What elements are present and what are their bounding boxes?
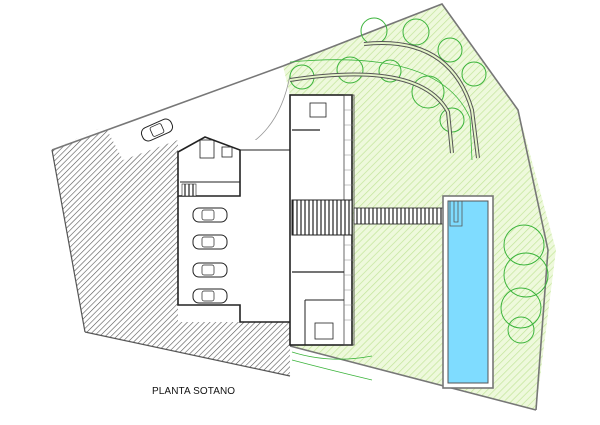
garden-paths: [289, 41, 480, 381]
car-icon: [192, 207, 228, 223]
building: [177, 94, 355, 346]
car-icon: [192, 234, 228, 250]
swimming-pool: [442, 195, 494, 389]
bridge-walkway: [353, 207, 447, 225]
parking-cars: [192, 207, 228, 304]
drawing-title: PLANTA SOTANO: [152, 386, 236, 397]
exterior-car-icon: [140, 118, 174, 142]
car-icon: [192, 288, 228, 304]
car-icon: [192, 262, 228, 278]
garden-trees: [289, 17, 549, 344]
